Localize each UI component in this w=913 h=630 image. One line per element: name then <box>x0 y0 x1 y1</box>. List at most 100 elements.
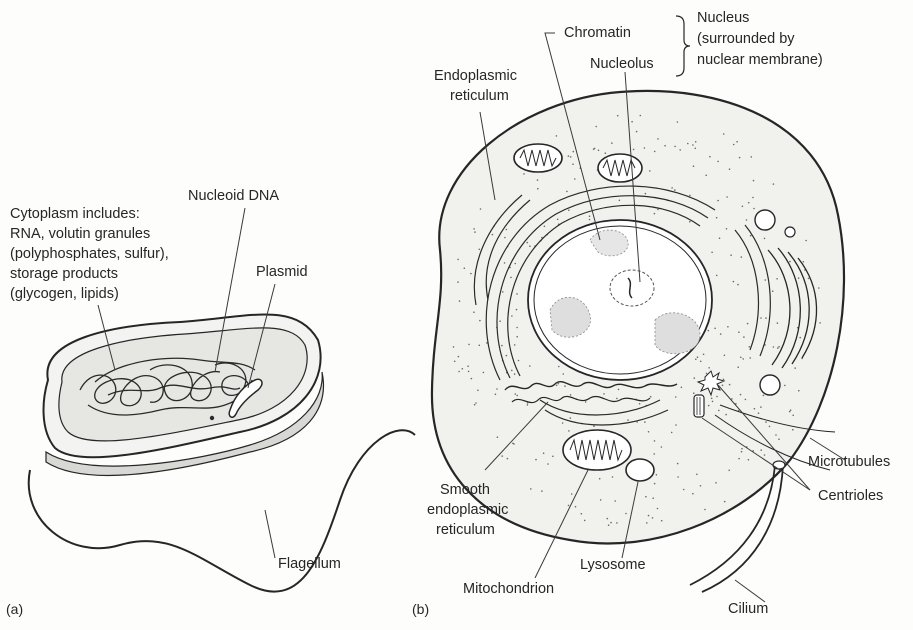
stipple-dot <box>471 378 473 380</box>
stipple-dot <box>608 524 610 526</box>
stipple-dot <box>773 346 775 348</box>
panel-b-tag: (b) <box>412 601 429 617</box>
stipple-dot <box>772 290 774 292</box>
stipple-dot <box>754 408 756 410</box>
stipple-dot <box>504 262 506 264</box>
centriole <box>694 395 704 417</box>
granule <box>210 416 214 420</box>
stipple-dot <box>458 371 460 373</box>
stipple-dot <box>657 508 659 510</box>
stipple-dot <box>748 459 750 461</box>
stipple-dot <box>514 344 516 346</box>
vesicle <box>785 227 795 237</box>
stipple-dot <box>753 208 755 210</box>
stipple-dot <box>749 357 751 359</box>
stipple-dot <box>741 256 743 258</box>
stipple-dot <box>527 242 529 244</box>
stipple-dot <box>585 401 587 403</box>
stipple-dot <box>818 287 820 289</box>
stipple-dot <box>773 183 775 185</box>
stipple-dot <box>644 421 646 423</box>
stipple-dot <box>708 367 710 369</box>
stipple-dot <box>518 360 520 362</box>
stipple-dot <box>589 219 591 221</box>
stipple-dot <box>479 249 481 251</box>
label-er-2: reticulum <box>450 88 509 104</box>
stipple-dot <box>501 345 503 347</box>
stipple-dot <box>689 195 691 197</box>
stipple-dot <box>457 281 459 283</box>
stipple-dot <box>574 178 576 180</box>
stipple-dot <box>462 368 464 370</box>
stipple-dot <box>477 390 479 392</box>
stipple-dot <box>529 245 531 247</box>
stipple-dot <box>758 412 760 414</box>
stipple-dot <box>492 234 494 236</box>
stipple-dot <box>760 449 762 451</box>
stipple-dot <box>459 300 461 302</box>
stipple-dot <box>739 157 741 159</box>
stipple-dot <box>650 396 652 398</box>
stipple-dot <box>693 392 695 394</box>
stipple-dot <box>475 402 477 404</box>
label-flagellum: Flagellum <box>278 556 341 572</box>
stipple-dot <box>724 501 726 503</box>
stipple-dot <box>558 366 560 368</box>
stipple-dot <box>784 385 786 387</box>
stipple-dot <box>480 208 482 210</box>
stipple-dot <box>714 328 716 330</box>
stipple-dot <box>692 493 694 495</box>
stipple-dot <box>679 149 681 151</box>
stipple-dot <box>552 456 554 458</box>
stipple-dot <box>600 499 602 501</box>
stipple-dot <box>502 291 504 293</box>
stipple-dot <box>645 193 647 195</box>
label-cytoplasm-3: (polyphosphates, sulfur), <box>10 246 169 262</box>
stipple-dot <box>808 278 810 280</box>
stipple-dot <box>474 231 476 233</box>
stipple-dot <box>749 346 751 348</box>
stipple-dot <box>564 385 566 387</box>
stipple-dot <box>516 327 518 329</box>
stipple-dot <box>742 358 744 360</box>
stipple-dot <box>652 497 654 499</box>
stipple-dot <box>740 394 742 396</box>
nucleolus <box>610 270 654 306</box>
stipple-dot <box>765 421 767 423</box>
prokaryotic-cell: Cytoplasm includes: RNA, volutin granule… <box>6 188 415 617</box>
stipple-dot <box>479 345 481 347</box>
stipple-dot <box>741 451 743 453</box>
stipple-dot <box>566 191 568 193</box>
label-smooth-er-3: reticulum <box>436 522 495 538</box>
label-nucleus-2: (surrounded by <box>697 31 795 47</box>
stipple-dot <box>723 133 725 135</box>
stipple-dot <box>794 367 796 369</box>
stipple-dot <box>616 522 618 524</box>
stipple-dot <box>656 474 658 476</box>
stipple-dot <box>644 147 646 149</box>
stipple-dot <box>568 155 570 157</box>
stipple-dot <box>694 377 696 379</box>
stipple-dot <box>470 273 472 275</box>
stipple-dot <box>483 372 485 374</box>
stipple-dot <box>711 398 713 400</box>
stipple-dot <box>593 148 595 150</box>
stipple-dot <box>617 115 619 117</box>
stipple-dot <box>499 320 501 322</box>
label-plasmid: Plasmid <box>256 264 308 280</box>
stipple-dot <box>696 474 698 476</box>
stipple-dot <box>657 138 659 140</box>
stipple-dot <box>723 379 725 381</box>
stipple-dot <box>742 206 744 208</box>
stipple-dot <box>541 490 543 492</box>
stipple-dot <box>640 115 642 117</box>
stipple-dot <box>718 410 720 412</box>
stipple-dot <box>753 180 755 182</box>
stipple-dot <box>704 509 706 511</box>
stipple-dot <box>571 493 573 495</box>
stipple-dot <box>712 401 714 403</box>
label-cilium: Cilium <box>728 601 768 617</box>
mitochondrion <box>514 144 562 172</box>
stipple-dot <box>799 337 801 339</box>
vesicle <box>755 210 775 230</box>
